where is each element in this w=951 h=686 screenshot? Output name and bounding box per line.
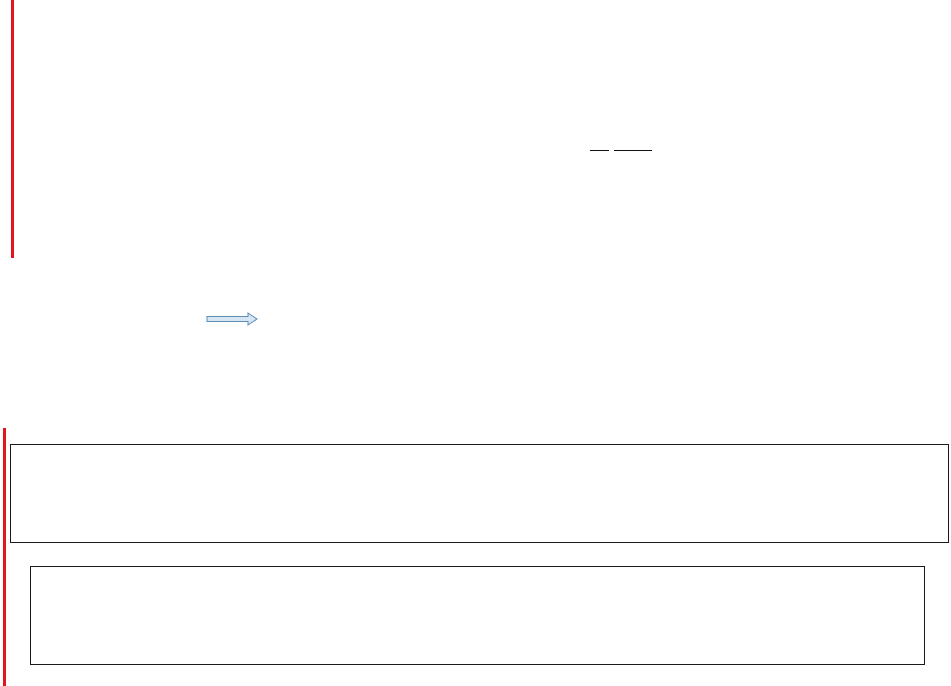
left-accent-bar-bottom [3,428,6,686]
blank-underline-long [614,150,652,151]
blank-underline-short [590,150,609,151]
left-accent-bar-top [11,0,14,258]
upper-empty-box [10,444,949,543]
lower-empty-box [30,566,925,665]
right-arrow-icon [206,312,258,326]
